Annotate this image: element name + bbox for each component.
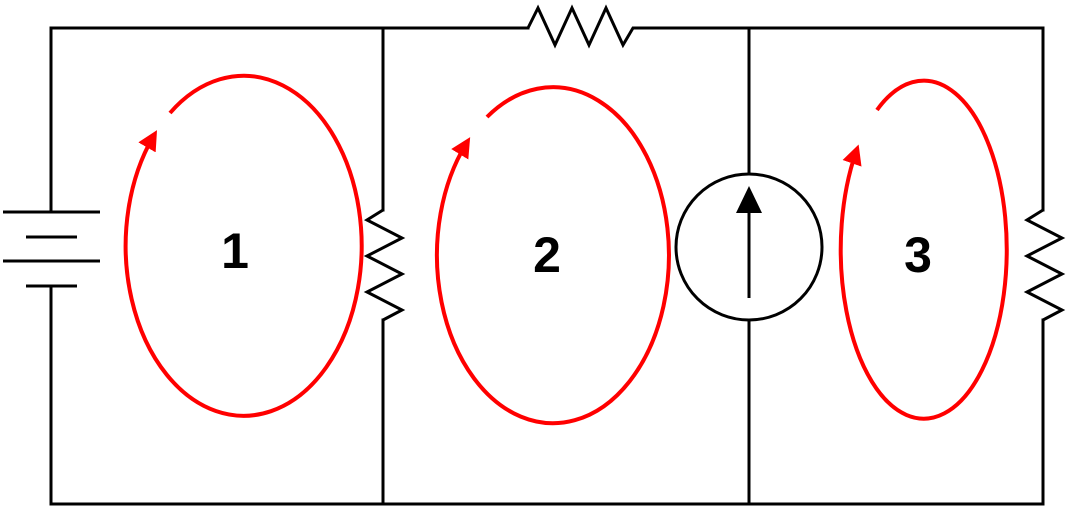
right-resistor-icon (1023, 208, 1066, 322)
mesh-loop-2: 2 (434, 85, 671, 426)
current-source-icon (674, 172, 824, 322)
mesh-loop-2-arrow-icon (434, 85, 671, 426)
middle-resistor-icon (363, 208, 406, 322)
circuit-wires (49, 26, 1045, 506)
mesh-label-2: 2 (533, 227, 561, 283)
current-direction-arrow-icon (736, 186, 762, 213)
top-resistor-icon (526, 4, 640, 49)
mesh-label-3: 3 (904, 227, 932, 283)
battery-icon (3, 210, 100, 288)
mesh-loop-3: 3 (838, 78, 1009, 421)
mesh-loop-3-arrow-icon (838, 78, 1009, 421)
mesh-label-1: 1 (221, 223, 249, 279)
mesh-loop-1-arrow-icon (123, 73, 364, 418)
mesh-loop-1: 1 (123, 73, 364, 418)
